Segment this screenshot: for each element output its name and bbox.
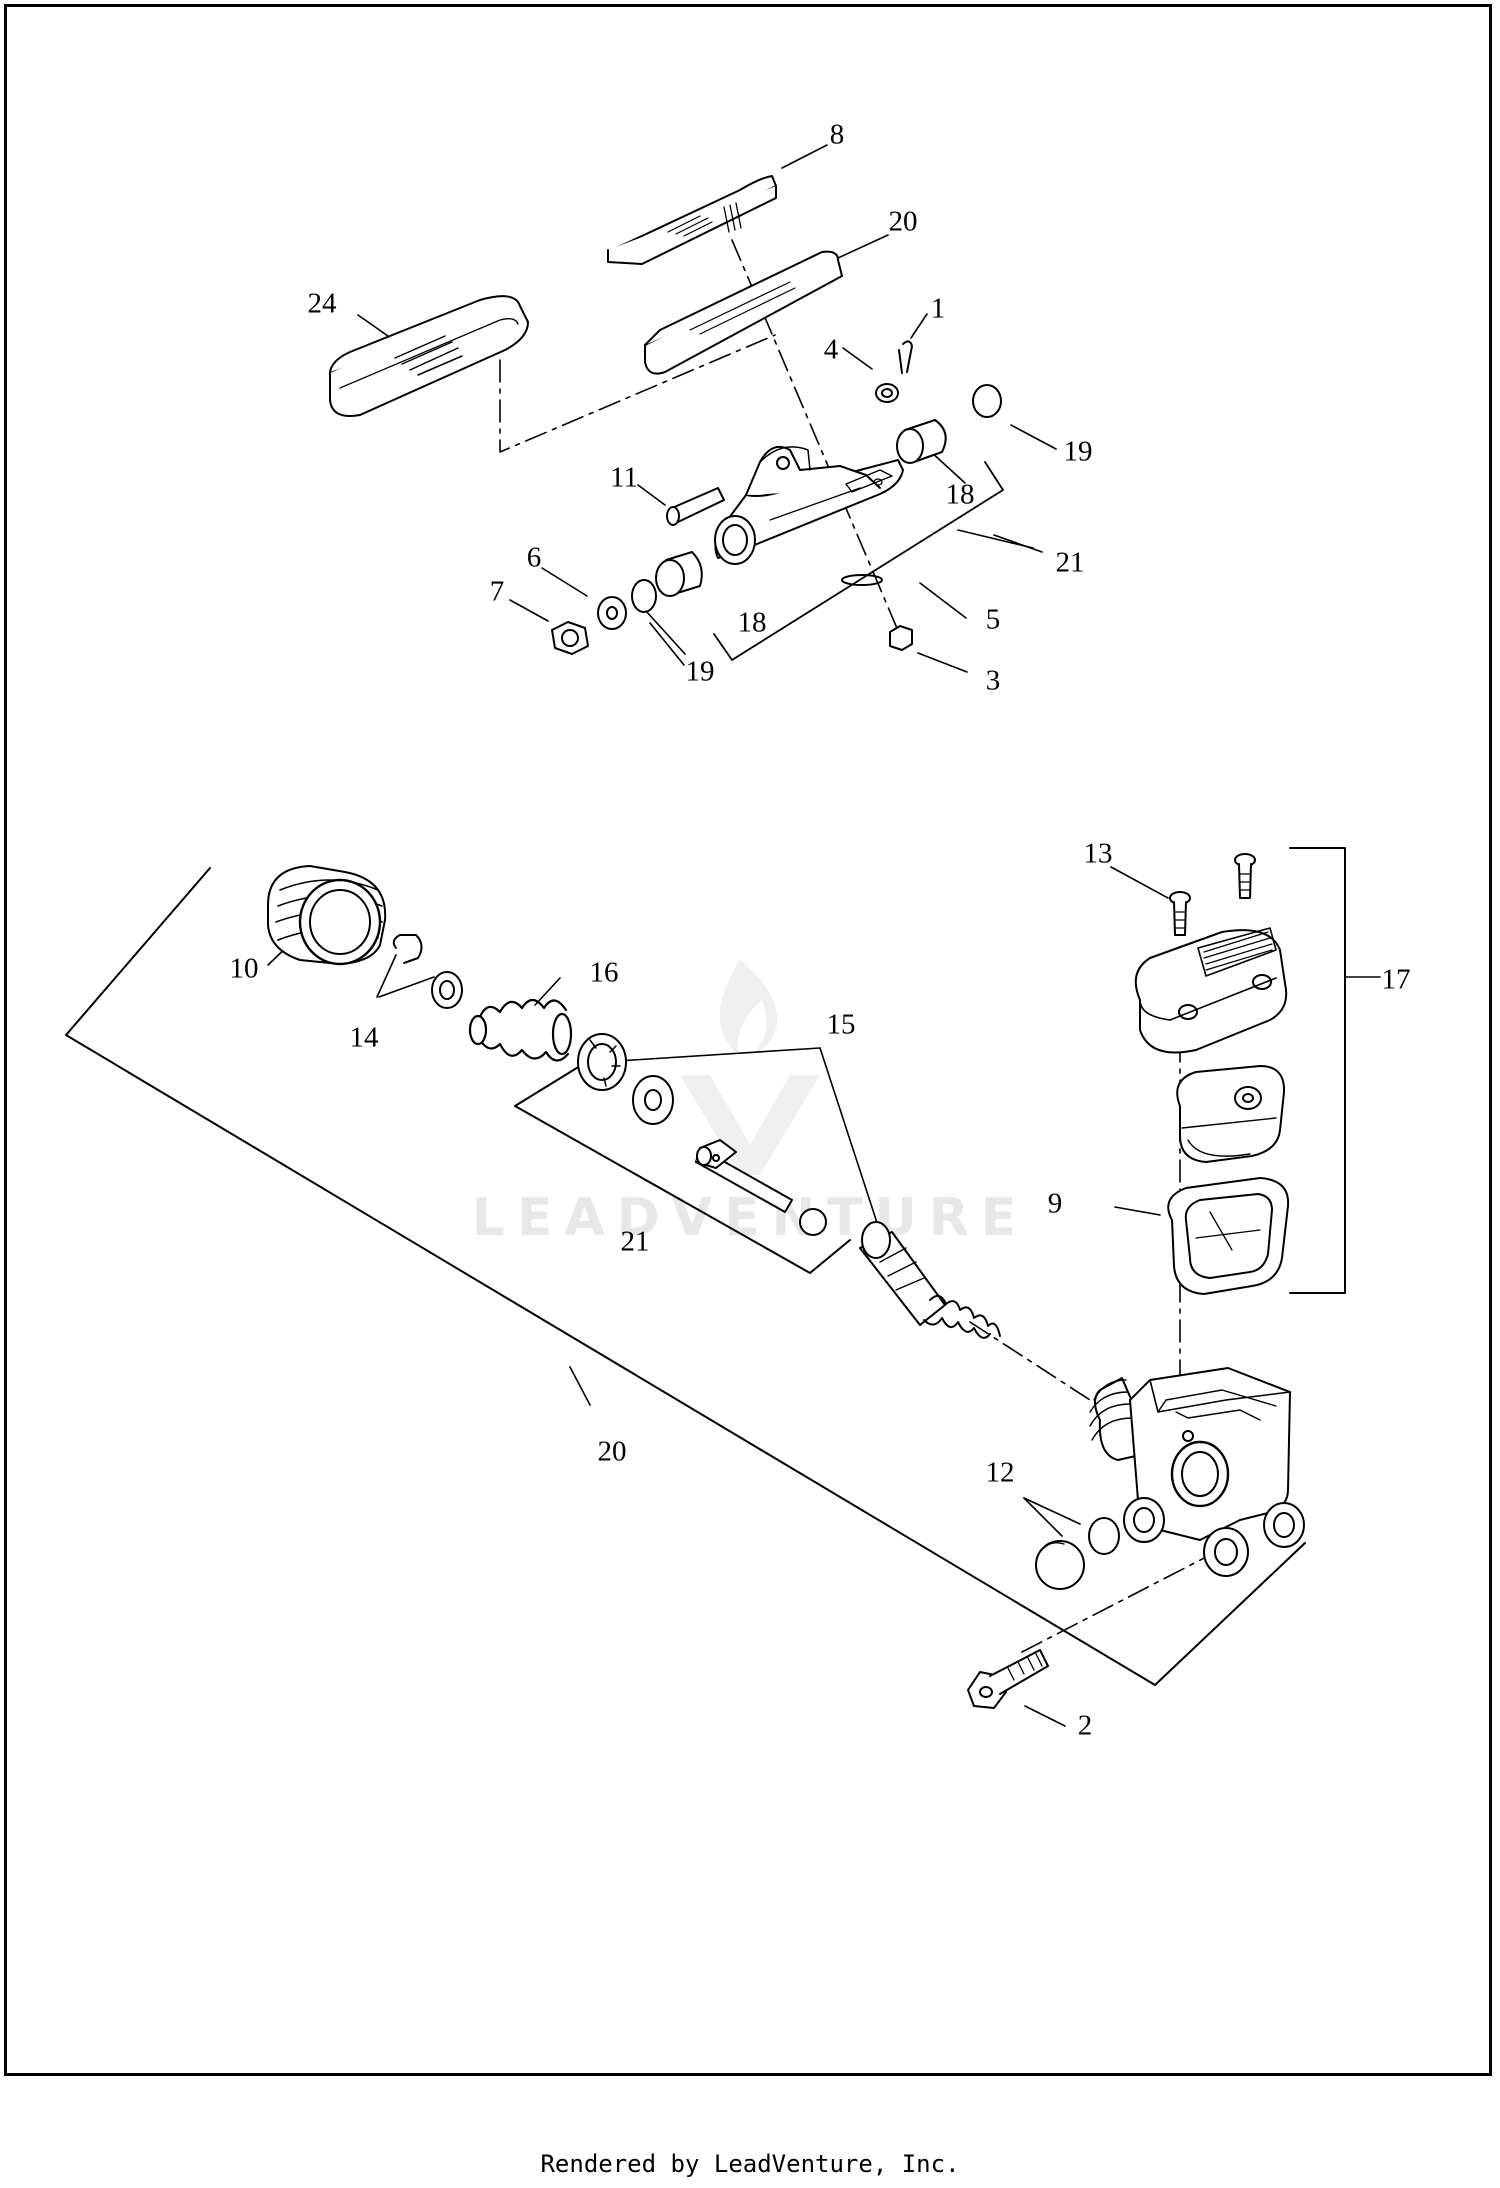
callout-20: 20 bbox=[597, 1435, 627, 1468]
callout-22: 20 bbox=[888, 205, 918, 238]
part-10-boot bbox=[267, 865, 387, 966]
callout-15: 15 bbox=[826, 1008, 856, 1041]
callout-13: 13 bbox=[1083, 837, 1113, 870]
callout-17: 17 bbox=[1381, 963, 1411, 996]
part-3-nut bbox=[889, 625, 913, 651]
part-9-gasket bbox=[1167, 1177, 1290, 1295]
part-13-screw-right bbox=[1234, 853, 1256, 899]
callout-1: 1 bbox=[930, 292, 946, 325]
callout-4: 4 bbox=[823, 333, 839, 366]
part-11-pin bbox=[666, 487, 725, 526]
part-7-nut bbox=[551, 621, 589, 655]
callout-11: 11 bbox=[610, 461, 638, 494]
part-14-clip bbox=[392, 934, 423, 964]
watermark-logo bbox=[680, 960, 820, 1175]
leader-lines-upper bbox=[357, 144, 1057, 673]
callout-16: 16 bbox=[589, 956, 619, 989]
bracket-20 bbox=[65, 867, 1306, 1686]
part-12-o-ring bbox=[1088, 1517, 1120, 1555]
callout-24: 24 bbox=[307, 287, 337, 320]
callout-18-left: 18 bbox=[737, 606, 767, 639]
part-19-o-ring-left bbox=[631, 579, 657, 613]
part-19-o-ring-right bbox=[972, 384, 1002, 418]
part-20-master-cylinder-body bbox=[1089, 1367, 1305, 1577]
part-22-pedal-pad bbox=[644, 250, 843, 375]
footer-credit: Rendered by LeadVenture, Inc. bbox=[540, 2150, 960, 2178]
part-23-brake-lever bbox=[714, 446, 904, 565]
callout-18-right: 18 bbox=[945, 478, 975, 511]
part-5-washer bbox=[841, 574, 883, 586]
leader-lines-lower bbox=[267, 866, 1169, 1727]
part-15-piston bbox=[859, 1221, 1001, 1339]
callout-2: 2 bbox=[1077, 1709, 1093, 1742]
part-16-spring bbox=[468, 998, 573, 1062]
part-17-diaphragm-plate bbox=[1176, 1065, 1286, 1163]
watermark-text: LEADVENTURE bbox=[471, 1188, 1029, 1248]
bracket-21 bbox=[514, 1065, 851, 1274]
callout-12: 12 bbox=[985, 1456, 1015, 1489]
callout-9: 9 bbox=[1047, 1187, 1063, 1220]
part-21-pushrod bbox=[695, 1139, 827, 1236]
part-18-bushing-left bbox=[655, 551, 703, 597]
callout-14: 14 bbox=[349, 1021, 379, 1054]
part-1-cotter-pin bbox=[898, 340, 913, 374]
callout-19-right: 19 bbox=[1063, 435, 1093, 468]
part-4-washer bbox=[875, 383, 899, 403]
part-15-retaining-ring bbox=[577, 1033, 627, 1091]
part-14-washer bbox=[431, 971, 463, 1009]
callout-10: 10 bbox=[229, 952, 259, 985]
callout-21: 21 bbox=[620, 1225, 650, 1258]
bracket-17 bbox=[1289, 847, 1346, 1294]
part-8-pedal-insert bbox=[607, 175, 777, 265]
part-21-washer bbox=[632, 1075, 674, 1125]
callout-8: 8 bbox=[829, 118, 845, 151]
part-6-washer bbox=[597, 596, 627, 630]
part-24-footboard-pad bbox=[329, 295, 529, 417]
part-2-bolt bbox=[967, 1649, 1049, 1709]
part-18-bushing-right bbox=[896, 419, 947, 464]
diagram-frame bbox=[4, 4, 1492, 2076]
part-17-reservoir-cover bbox=[1134, 927, 1288, 1054]
callout-3: 3 bbox=[985, 664, 1001, 697]
part-13-screw-left bbox=[1169, 891, 1191, 936]
callout-7: 7 bbox=[489, 575, 505, 608]
callout-23: 21 bbox=[1055, 546, 1085, 579]
part-12-plug bbox=[1035, 1540, 1085, 1590]
callout-19-left: 19 bbox=[685, 655, 715, 688]
callout-5: 5 bbox=[985, 603, 1001, 636]
callout-6: 6 bbox=[526, 541, 542, 574]
